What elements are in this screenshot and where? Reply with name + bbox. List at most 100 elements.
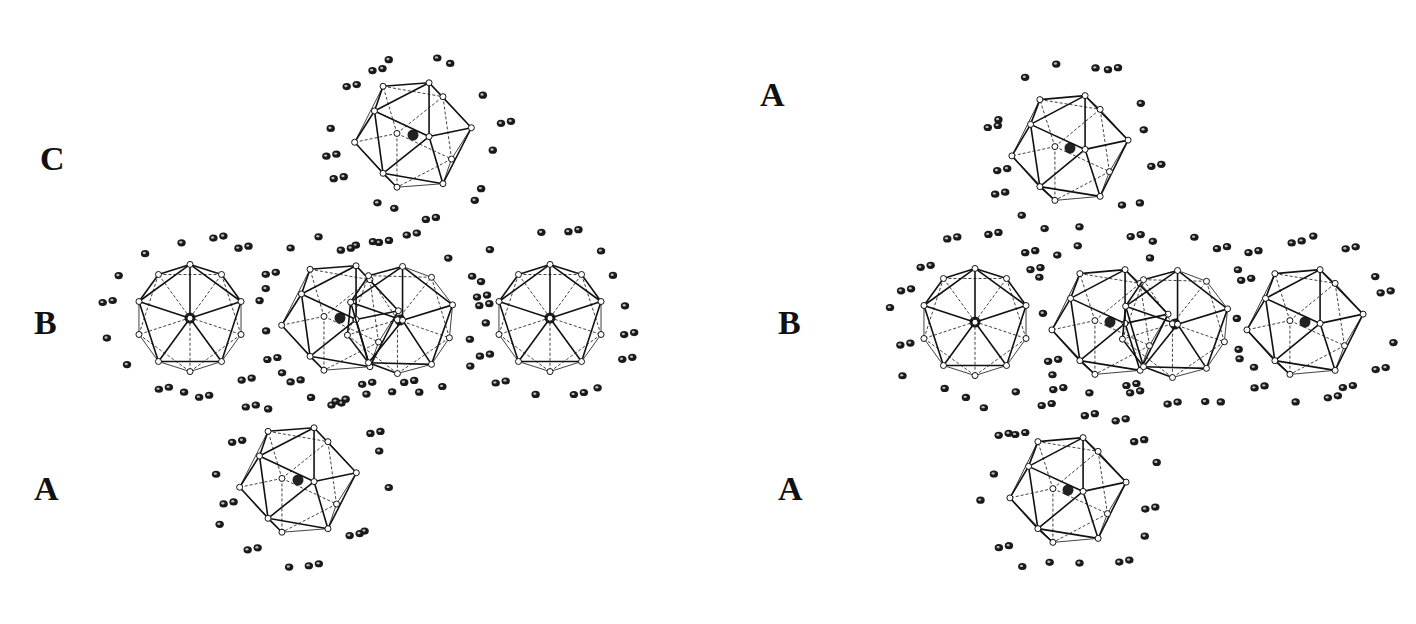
vertex-atom — [219, 359, 225, 365]
cluster-edge — [190, 274, 222, 317]
atom — [984, 124, 992, 131]
atom — [1389, 339, 1397, 346]
atom — [212, 471, 220, 478]
cluster-edge — [499, 334, 518, 361]
cluster-edge — [432, 277, 453, 305]
vertex-atom — [1097, 106, 1103, 112]
vertex-atom — [400, 263, 406, 269]
atom — [262, 271, 270, 278]
layer-label: B — [778, 306, 801, 340]
cluster-edge — [975, 322, 976, 376]
cluster-edge — [975, 306, 1026, 323]
cluster-edge — [1122, 306, 1125, 339]
vertex-atom — [1080, 435, 1086, 441]
atom — [466, 363, 474, 370]
vertex-atom — [325, 439, 331, 445]
cluster-edge — [1335, 283, 1344, 345]
vertex-atom — [1272, 358, 1278, 364]
atom — [155, 386, 163, 393]
atom — [1349, 382, 1357, 389]
atom — [237, 376, 245, 383]
vertex-atom — [579, 359, 585, 365]
vertex-atom — [1095, 535, 1101, 541]
cluster-edge — [1007, 278, 1026, 305]
atom — [1003, 165, 1011, 172]
atom — [482, 319, 490, 326]
cluster-edge — [1275, 361, 1335, 371]
cluster-edge — [1140, 283, 1168, 314]
atom — [1059, 384, 1067, 391]
atom — [1136, 199, 1144, 206]
atom — [1038, 402, 1046, 409]
vertex-atom — [440, 94, 446, 100]
cluster-edge — [190, 318, 222, 361]
cluster-edge — [550, 264, 582, 274]
cluster-edge — [1012, 100, 1040, 156]
cluster-edge — [550, 264, 601, 301]
cluster-edge — [158, 264, 190, 274]
cluster-edge — [301, 266, 356, 294]
cluster-edge — [383, 137, 429, 174]
vertex-atom — [237, 484, 243, 490]
cluster-edge — [222, 274, 241, 301]
atom — [98, 299, 106, 306]
cluster-edge — [943, 278, 975, 321]
atom — [1163, 401, 1171, 408]
cluster-edge — [397, 159, 452, 187]
vertex-atom — [395, 308, 401, 314]
vertex-atom — [547, 369, 553, 375]
atom — [897, 287, 905, 294]
atom — [993, 167, 1001, 174]
vertex-atom — [547, 315, 553, 321]
cluster-edge — [1122, 324, 1172, 339]
atom — [497, 120, 505, 127]
atom — [621, 302, 629, 309]
vertex-atom — [1287, 371, 1293, 377]
atom — [477, 185, 485, 192]
vertex-atom — [1123, 479, 1129, 485]
cluster-edge — [429, 128, 471, 137]
atom — [177, 239, 185, 246]
atom — [278, 369, 286, 376]
vertex-atom — [348, 299, 354, 305]
atom — [1012, 388, 1020, 395]
cluster-edge — [924, 306, 943, 366]
atom — [1021, 249, 1029, 256]
atom — [1234, 266, 1242, 273]
vertex-atom — [1175, 321, 1181, 327]
vertex-atom — [1092, 318, 1098, 324]
vertex-atom — [1221, 339, 1227, 345]
cluster-edge — [1178, 324, 1207, 368]
atom — [994, 432, 1002, 439]
cluster-edge — [1040, 149, 1085, 186]
atom — [1157, 161, 1165, 168]
atom — [501, 377, 509, 384]
vertex-atom — [1037, 184, 1043, 190]
cluster-edge — [1266, 298, 1275, 360]
atom — [286, 244, 294, 251]
icosahedron — [1119, 267, 1230, 380]
atom — [1125, 557, 1133, 564]
layer-label: A — [760, 78, 785, 112]
atom — [353, 81, 361, 88]
vertex-atom — [279, 322, 285, 328]
cluster-edge — [158, 274, 190, 317]
vertex-atom — [1263, 295, 1269, 301]
atom — [564, 228, 572, 235]
cluster-edge — [550, 302, 601, 319]
atom — [1132, 380, 1140, 387]
cluster-edge — [1100, 109, 1109, 171]
vertex-atom — [394, 184, 400, 190]
cluster-edge — [1038, 442, 1053, 489]
cluster-edge — [1085, 140, 1128, 149]
atom — [1122, 415, 1130, 422]
cluster-edge — [1080, 323, 1125, 360]
atom — [1244, 249, 1252, 256]
atom — [471, 197, 479, 204]
vertex-atom — [1080, 488, 1086, 494]
atom — [1112, 417, 1120, 424]
cluster-edge — [1126, 280, 1144, 307]
vertex-atom — [1125, 137, 1131, 143]
cluster-edge — [518, 318, 550, 361]
vertex-atom — [579, 271, 585, 277]
